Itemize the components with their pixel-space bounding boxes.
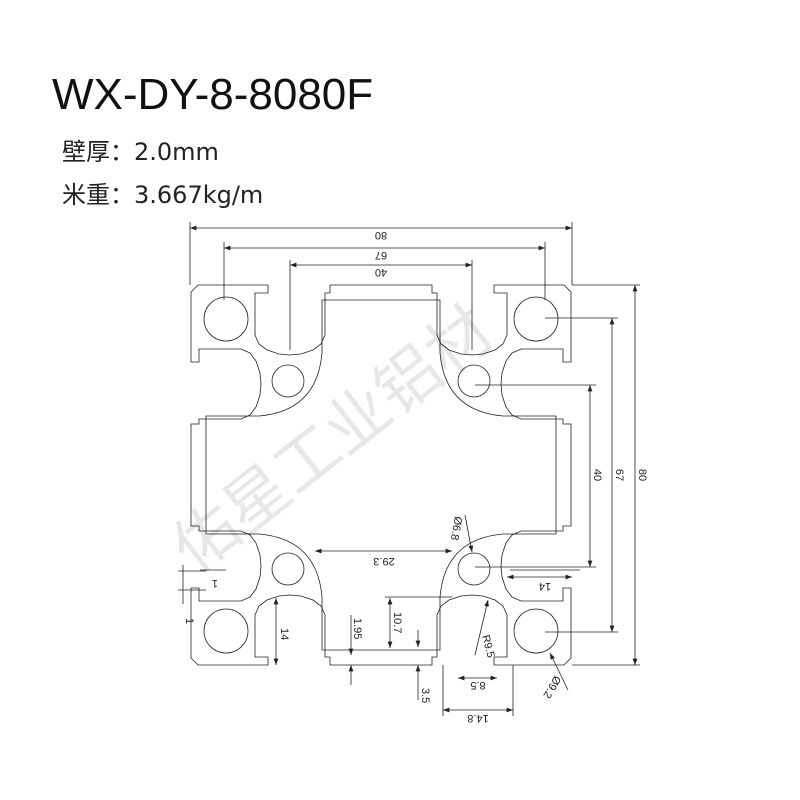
profile-model-title: WX-DY-8-8080F <box>52 70 374 119</box>
profile-section <box>190 284 572 666</box>
spec-value: 3.667kg/m <box>134 181 264 209</box>
dim-width-40: 40 <box>289 260 473 350</box>
dim-label: 67 <box>613 469 625 481</box>
corner-hole <box>203 608 249 654</box>
dim-label: 3.5 <box>419 688 431 703</box>
dim-hub-hole: Ø6.8 <box>448 514 474 553</box>
dim-label: 40 <box>375 266 387 278</box>
dim-slot-radius: R9.5 <box>474 599 497 660</box>
weight-per-meter-spec: 米重：3.667kg/m <box>62 175 263 210</box>
dim-label: Ø9.2 <box>540 674 562 701</box>
hub-hole <box>271 364 305 398</box>
dim-lip-1: 1 1 <box>178 565 226 624</box>
dim-label: 40 <box>591 469 603 481</box>
watermark: 佑星工业铝材 <box>159 293 507 588</box>
dim-height-67: 67 <box>545 317 625 633</box>
dim-offset: 3.5 <box>415 630 431 703</box>
corner-hole <box>513 296 559 342</box>
dim-label: 29.3 <box>373 555 394 567</box>
dim-width-80: 80 <box>189 222 573 285</box>
dim-width-67: 67 <box>223 242 546 300</box>
dim-label: 14.8 <box>467 712 488 724</box>
hub-hole <box>271 552 305 586</box>
dim-label: 14 <box>278 628 290 640</box>
dim-groove-depth: 10.7 <box>385 596 452 648</box>
spec-value: 2.0mm <box>134 138 219 166</box>
dim-center-groove: 29.3 <box>315 548 452 567</box>
dim-slot-depth-left: 14 <box>273 598 290 665</box>
center-cavity <box>205 299 557 651</box>
dim-height-80: 80 <box>572 284 648 666</box>
dim-label: 1 <box>212 577 218 589</box>
dim-height-40: 40 <box>475 384 603 568</box>
dim-label: 14 <box>539 580 551 592</box>
spec-label: 米重： <box>62 181 134 209</box>
dim-label: R9.5 <box>479 634 497 660</box>
hub-hole <box>457 364 491 398</box>
dim-wall-thickness: 1.95 <box>348 615 363 685</box>
dim-label: 67 <box>375 249 387 261</box>
dim-label: 1 <box>183 618 195 624</box>
spec-label: 壁厚： <box>62 138 134 166</box>
corner-hole <box>203 296 249 342</box>
dim-label: 8.5 <box>470 679 485 691</box>
dim-label: Ø6.8 <box>448 515 464 541</box>
dim-corner-hole: Ø9.2 <box>540 652 569 701</box>
dim-slot-opening: 8.5 <box>458 675 497 691</box>
dim-label: 80 <box>375 229 387 241</box>
dim-label: 1.95 <box>351 618 363 639</box>
dim-label: 10.7 <box>391 612 403 633</box>
hub-hole <box>457 552 491 586</box>
profile-outline <box>190 284 572 666</box>
dim-slot-width: 14.8 <box>442 665 514 724</box>
dim-label: 80 <box>636 469 648 481</box>
dim-slot-depth-right: 14 <box>507 569 580 592</box>
corner-hole <box>513 608 559 654</box>
wall-thickness-spec: 壁厚：2.0mm <box>62 132 219 167</box>
